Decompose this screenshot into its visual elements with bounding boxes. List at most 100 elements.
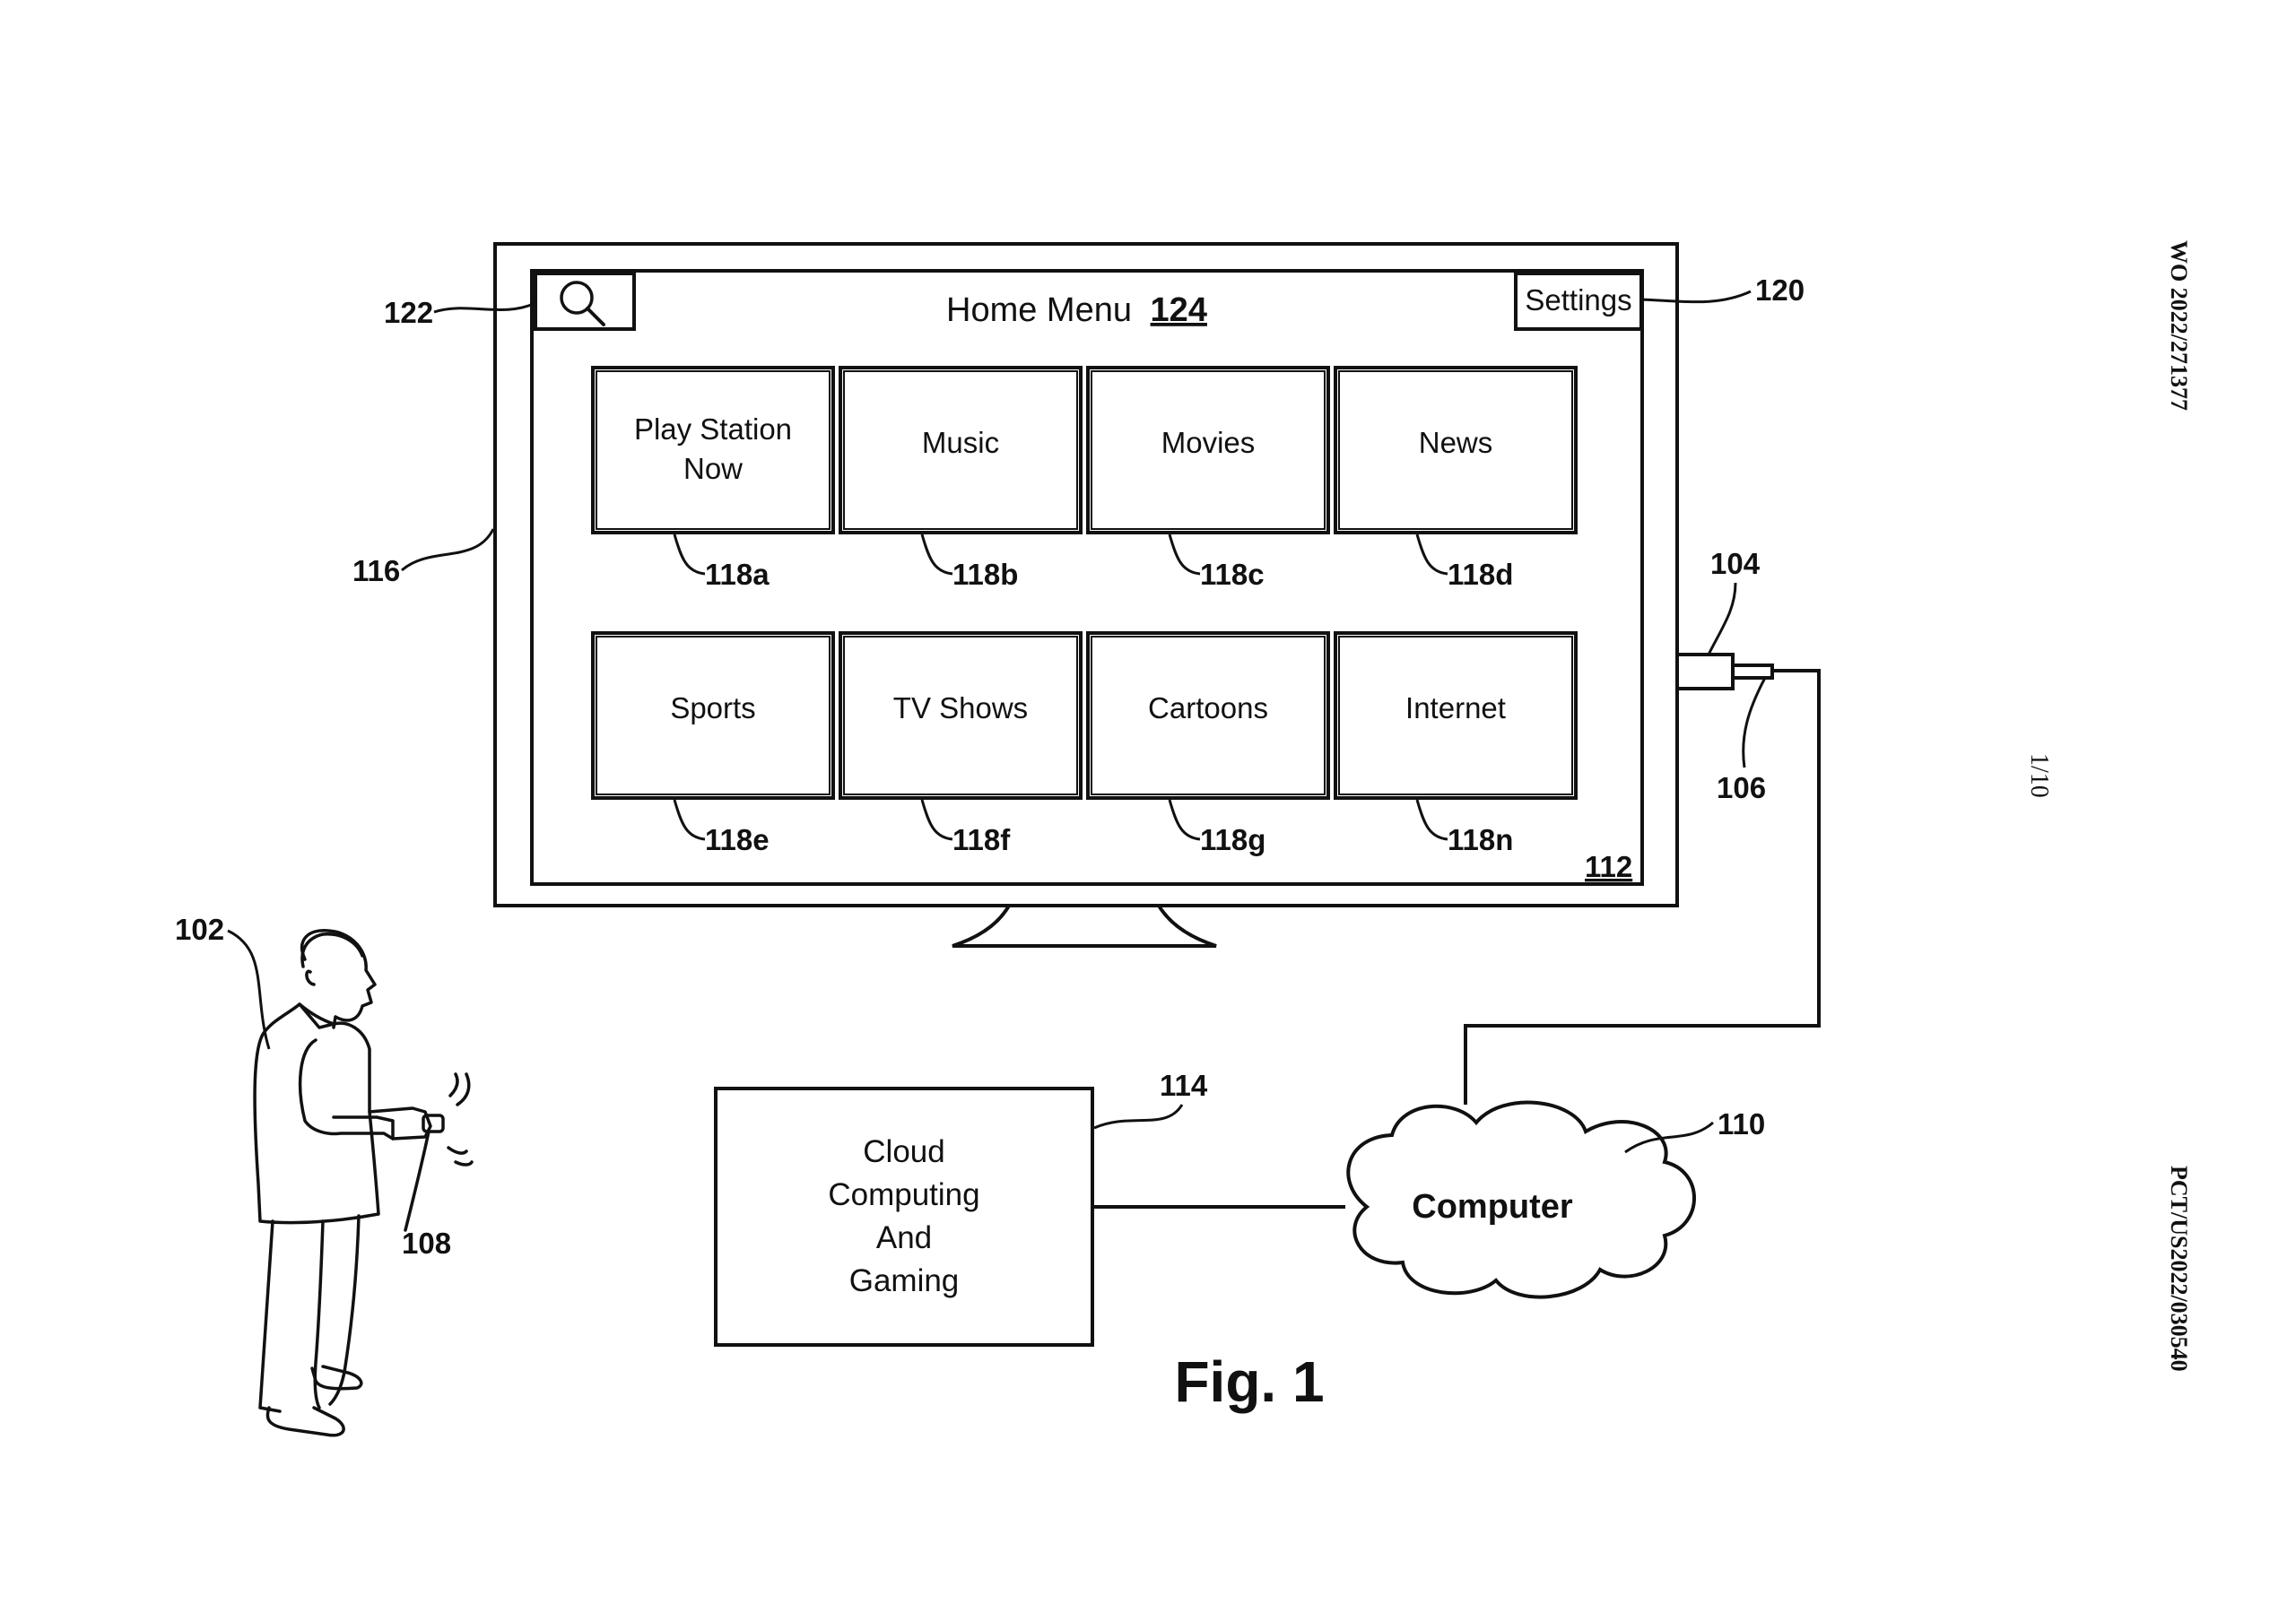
menu-tile-inner-frame: [1338, 636, 1573, 795]
user-collar: [298, 1002, 335, 1029]
menu-tile-frame: [591, 631, 835, 800]
leader-118f: [920, 799, 953, 841]
menu-tile-label: Movies: [1161, 426, 1256, 459]
menu-tile-inner-frame: [843, 636, 1078, 795]
menu-tile-inner-frame: [596, 636, 831, 795]
search-button[interactable]: [534, 272, 636, 331]
user-person: [253, 929, 474, 1437]
menu-tile-frame: [1334, 631, 1578, 800]
menu-tile-frame: [1086, 366, 1330, 534]
leader-118d: [1415, 533, 1448, 576]
ref-106: 106: [1717, 771, 1766, 804]
ref-102: 102: [175, 913, 224, 946]
controller-cord: [404, 1130, 430, 1232]
cloud-gaming-line-3: And: [876, 1220, 932, 1255]
ref-118c: 118c: [1200, 558, 1265, 591]
ref-114: 114: [1160, 1069, 1208, 1102]
publication-number: WO 2022/271377: [2166, 240, 2192, 411]
leader-118a: [673, 533, 706, 576]
user-forearm: [368, 1106, 432, 1141]
user-leg-front: [313, 1219, 325, 1409]
menu-tile-label: Play Station: [634, 412, 792, 446]
menu-tile-inner-frame: [1338, 370, 1573, 530]
cloud-gaming-line-2: Computing: [828, 1177, 979, 1212]
user-ear: [305, 969, 316, 986]
user-hair: [300, 932, 364, 968]
menu-tile-frame: [591, 366, 835, 534]
leader-102: [227, 929, 271, 1050]
ref-118b: 118b: [952, 558, 1018, 591]
ref-120: 120: [1755, 273, 1805, 307]
user-shoe-back: [310, 1365, 363, 1391]
leader-118n: [1415, 799, 1448, 841]
leader-114: [1093, 1104, 1184, 1130]
leader-118e: [673, 799, 706, 841]
menu-tile-label: Sports: [670, 691, 755, 724]
ref-110: 110: [1718, 1107, 1765, 1141]
menu-tile-frame: [839, 631, 1083, 800]
ref-118d: 118d: [1448, 558, 1513, 591]
menu-tile-inner-frame: [843, 370, 1078, 530]
user-leg-mid: [328, 1214, 361, 1406]
menu-tile-118b[interactable]: Music 118b: [839, 366, 1083, 591]
menu-tile-inner-frame: [1091, 636, 1326, 795]
game-controller: [422, 1114, 445, 1133]
connector-106: [1731, 664, 1774, 680]
user-shoe-front: [265, 1406, 345, 1437]
home-menu-title: Home Menu 124: [946, 291, 1207, 329]
leader-104: [1707, 582, 1737, 655]
ref-116: 116: [352, 554, 400, 587]
menu-tile-118c[interactable]: Movies 118c: [1086, 366, 1330, 591]
cloud-label: Computer: [1412, 1188, 1573, 1226]
menu-tile-label: News: [1419, 426, 1493, 459]
connector-cable: [1464, 669, 1821, 1105]
leader-110: [1624, 1121, 1714, 1154]
ref-104: 104: [1710, 547, 1761, 580]
page-number: 1/10: [2025, 753, 2053, 798]
ref-122: 122: [384, 296, 433, 329]
menu-tile-frame: [1334, 366, 1578, 534]
menu-tile-frame: [839, 366, 1083, 534]
ref-118f: 118f: [952, 823, 1011, 856]
menu-tile-frame: [1086, 631, 1330, 800]
leader-118b: [920, 533, 953, 576]
menu-tile-118e[interactable]: Sports 118e: [591, 631, 835, 856]
cloud-gaming-box: [714, 1087, 1094, 1347]
user-arm: [298, 1038, 395, 1141]
computer-cloud: [1346, 1100, 1696, 1299]
menu-tile-118d[interactable]: News 118d: [1334, 366, 1578, 591]
menu-tile-label: Internet: [1405, 691, 1506, 724]
user-leg-back: [258, 1219, 282, 1413]
menu-tile-label: Cartoons: [1148, 691, 1268, 724]
home-menu-title-ref: 124: [1151, 291, 1207, 329]
settings-label: Settings: [1525, 283, 1631, 317]
leader-120: [1640, 290, 1752, 304]
menu-tile-inner-frame: [1091, 370, 1326, 530]
leader-106: [1742, 677, 1767, 768]
ref-112: 112: [1585, 850, 1632, 883]
figure-label: Fig. 1: [1174, 1349, 1324, 1414]
cloud-gaming-line-4: Gaming: [849, 1263, 960, 1298]
settings-button[interactable]: [1514, 272, 1643, 331]
port-104: [1677, 653, 1735, 690]
ref-118e: 118e: [705, 823, 770, 856]
ref-118g: 118g: [1200, 823, 1265, 856]
menu-tile-118n[interactable]: Internet 118n: [1334, 631, 1578, 856]
monitor-stand: [952, 904, 1217, 948]
ref-108: 108: [402, 1227, 451, 1260]
menu-tile-inner-frame: [596, 370, 831, 530]
controller-motion-lines: [447, 1072, 474, 1167]
leader-116: [401, 528, 495, 572]
cloud-gaming-line-1: Cloud: [863, 1134, 944, 1169]
leader-118c: [1168, 533, 1201, 576]
ref-118n: 118n: [1448, 823, 1513, 856]
leader-118g: [1168, 799, 1201, 841]
menu-tile-label: Music: [922, 426, 999, 459]
menu-tile-118g[interactable]: Cartoons 118g: [1086, 631, 1330, 856]
application-number: PCT/US2022/030540: [2166, 1166, 2192, 1372]
magnifier-icon: [560, 281, 605, 326]
